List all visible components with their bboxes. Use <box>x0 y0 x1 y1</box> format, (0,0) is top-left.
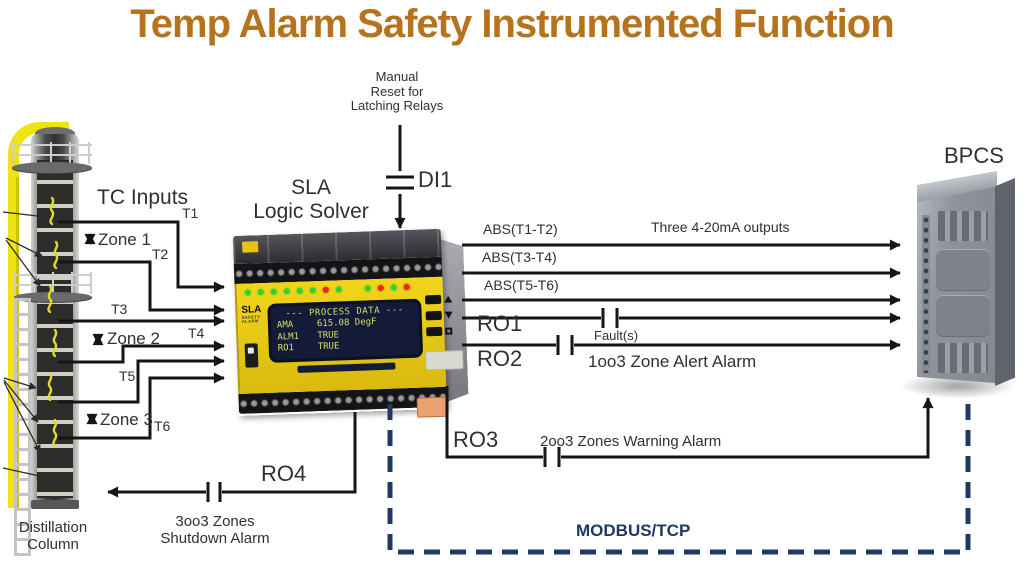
column-base <box>31 500 79 509</box>
ro4-label: RO4 <box>261 461 307 486</box>
zone2-label: Zone 2 <box>107 329 160 348</box>
ro4-alarm-label: 3oo3 Zones Shutdown Alarm <box>160 513 270 547</box>
di1-contact-icon <box>386 175 414 190</box>
manual-reset-label: Manual Reset for Latching Relays <box>350 69 444 114</box>
up-button[interactable] <box>425 294 442 305</box>
di1-label: DI1 <box>418 167 453 192</box>
analog-note-label: Three 4-20mA outputs <box>651 219 790 235</box>
bpcs-label: BPCS <box>944 143 1004 168</box>
fs-logo-chip <box>242 241 259 253</box>
led-icon <box>309 287 316 294</box>
led-icon <box>270 288 277 295</box>
abs1-label: ABS(T1-T2) <box>483 221 558 237</box>
lcd-row-value: TRUE <box>317 341 340 352</box>
tap-label-t3: T3 <box>111 301 128 317</box>
lcd-row-value: TRUE <box>317 329 340 341</box>
front-buttons <box>425 294 457 343</box>
ladder <box>14 298 31 556</box>
abs3-label: ABS(T5-T6) <box>484 277 559 293</box>
led-icon <box>283 288 290 295</box>
modbus-tcp-label: MODBUS/TCP <box>576 521 691 540</box>
lcd-row-label: RO1 <box>277 342 295 354</box>
lcd-row-value: 615.08 DegF <box>316 317 377 330</box>
up-arrow-icon <box>444 295 453 303</box>
ro3-label: RO3 <box>453 427 499 452</box>
ro2-label: RO2 <box>477 346 523 371</box>
down-button[interactable] <box>425 310 442 321</box>
zone1-label: Zone 1 <box>98 230 151 249</box>
led-icon <box>257 289 264 296</box>
faults-label: Fault(s) <box>594 328 639 343</box>
mid-platform-deck <box>14 292 92 302</box>
zone3-label: Zone 3 <box>100 410 153 429</box>
led-icon <box>364 285 371 292</box>
vent-grille-top <box>938 211 988 241</box>
tap-label-t2: T2 <box>152 246 169 262</box>
tap-label-t1: T1 <box>182 205 199 221</box>
distillation-column-graphic <box>0 96 106 556</box>
down-arrow-icon <box>444 311 453 319</box>
sla-logic-solver-label: SLA Logic Solver <box>253 176 369 223</box>
tap-label-t6: T6 <box>154 418 171 434</box>
mid-platform-railing <box>14 272 92 294</box>
ro1-label: RO1 <box>477 311 523 336</box>
status-led-row <box>244 283 410 296</box>
ro2-contact-icon <box>556 335 574 355</box>
cabinet-side <box>995 178 1015 386</box>
vent-grille-bottom <box>938 343 988 373</box>
tc-inputs-label: TC Inputs <box>97 186 189 209</box>
led-icon <box>335 286 342 293</box>
bottom-connector <box>416 396 448 418</box>
ro1-contact-icon <box>601 308 619 328</box>
led-icon <box>403 283 410 291</box>
yellow-pipe <box>8 160 19 508</box>
led-icon <box>296 287 303 294</box>
bpcs-cabinet <box>895 166 1021 402</box>
ro2-alarm-label: 1oo3 Zone Alert Alarm <box>588 352 757 371</box>
select-icon <box>445 327 453 335</box>
led-icon <box>244 289 251 296</box>
led-icon <box>322 286 329 293</box>
page-title: Temp Alarm Safety Instrumented Function <box>130 2 894 46</box>
tap-label-t5: T5 <box>119 368 136 384</box>
led-icon <box>390 284 397 291</box>
cabinet-front <box>917 187 995 383</box>
column-trays <box>37 160 73 498</box>
ro3-alarm-label: 2oo3 Zones Warning Alarm <box>540 433 722 450</box>
io-terminal-strip <box>922 215 930 373</box>
abs2-label: ABS(T3-T4) <box>482 249 557 265</box>
power-connector <box>244 343 259 368</box>
tap-label-t4: T4 <box>188 325 205 341</box>
cabinet-panel <box>936 295 990 337</box>
led-icon <box>377 284 384 292</box>
top-platform-deck <box>12 162 92 173</box>
top-platform-railing <box>12 142 92 164</box>
distillation-column-label: Distillation Column <box>18 519 88 553</box>
ro4-contact-icon <box>206 482 222 502</box>
select-button[interactable] <box>426 326 443 337</box>
cabinet-panel <box>936 249 990 291</box>
rating-label <box>424 350 464 371</box>
lcd-subpanel <box>297 362 396 373</box>
